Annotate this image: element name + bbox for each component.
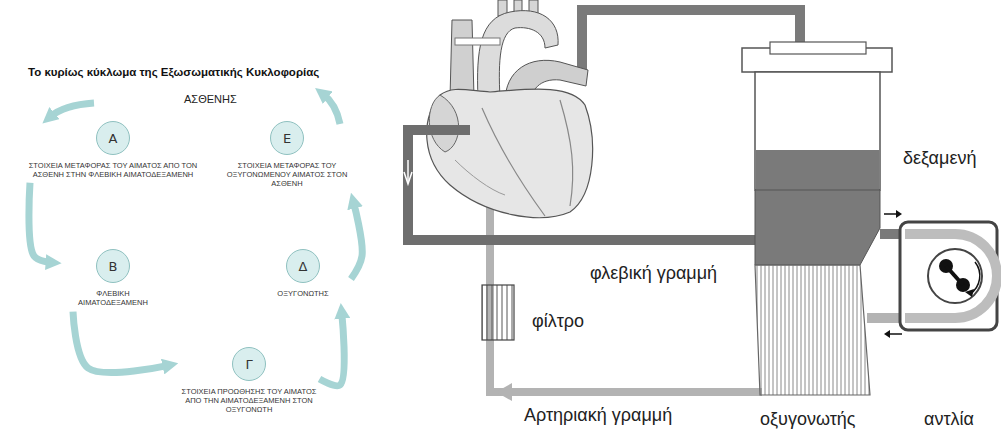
step-description: ΣΤΟΙΧΕΙΑ ΠΡΟΩΘΗΣΗΣ ΤΟΥ ΑΙΜΑΤΟΣ ΑΠΟ ΤΗΝ Α… <box>182 388 317 415</box>
step-circle: Δ <box>286 249 320 283</box>
step-node: Α ΣΤΟΙΧΕΙΑ ΜΕΤΑΦΟΡΑΣ ΤΟΥ ΑΙΜΑΤΟΣ ΑΠΟ ΤΟΝ … <box>18 121 208 180</box>
vena-cava <box>450 20 474 98</box>
flow-arrow <box>896 210 902 218</box>
aortic-cannula <box>455 38 500 45</box>
flow-arrow <box>407 160 409 183</box>
step-circle: Γ <box>232 347 266 381</box>
reservoir-outlet <box>755 190 880 265</box>
step-letter: Ε <box>283 131 291 146</box>
step-circle: Β <box>96 249 130 283</box>
part-label: φλεβική γραμμή <box>590 263 717 284</box>
diagram-title: Το κυρίως κύκλωμα της Εξωσωματικής Κυκλο… <box>28 66 319 78</box>
flow-arrow <box>884 330 890 338</box>
step-letter: Γ <box>245 357 252 372</box>
flow-arrow <box>50 103 94 117</box>
step-node: Γ ΣΤΟΙΧΕΙΑ ΠΡΟΩΘΗΣΗΣ ΤΟΥ ΑΙΜΑΤΟΣ ΑΠΟ ΤΗΝ … <box>182 347 317 415</box>
reservoir-cap <box>770 42 866 54</box>
pump-tube <box>905 234 997 318</box>
heart <box>427 89 593 218</box>
part-label: φίλτρο <box>532 311 584 332</box>
flow-arrow <box>29 183 52 263</box>
part-label: δεξαμενή <box>903 148 976 169</box>
flow-arrow <box>351 202 362 279</box>
step-letter: Β <box>109 259 118 274</box>
venous-line <box>408 130 760 240</box>
step-letter: Δ <box>299 259 308 274</box>
step-node: Ε ΣΤΟΙΧΕΙΑ ΜΕΤΑΦΟΡΑΣ ΤΟΥ ΟΞΥΓΟΝΩΜΕΝΟΥ ΑΙΜ… <box>212 121 362 189</box>
reservoir <box>755 72 880 190</box>
step-description: ΟΞΥΓΟΝΩΤΗΣ <box>258 290 348 299</box>
flow-arrow <box>320 313 345 386</box>
pump-rotor <box>928 249 982 303</box>
heart-detail <box>455 160 505 195</box>
coronary-vessel <box>560 100 573 206</box>
oxygenator <box>755 265 870 395</box>
part-label: αντλία <box>924 409 974 430</box>
step-node: Δ ΟΞΥΓΟΝΩΤΗΣ <box>258 249 348 299</box>
step-node: Β ΦΛΕΒΙΚΗ ΑΙΜΑΤΟΔΕΞΑΜΕΝΗ <box>63 249 163 308</box>
rotor-arm <box>946 266 963 285</box>
rotation-arrow <box>970 262 980 294</box>
step-description: ΦΛΕΒΙΚΗ ΑΙΜΑΤΟΔΕΞΑΜΕΝΗ <box>63 290 163 308</box>
flow-arrow <box>888 333 902 335</box>
filter <box>482 285 514 340</box>
part-label: οξυγονωτής <box>760 409 856 430</box>
flow-arrow <box>73 312 169 373</box>
blood-level <box>756 150 879 190</box>
coronary-vessel <box>482 108 545 216</box>
rotation-arrow <box>965 289 974 297</box>
step-description: ΣΤΟΙΧΕΙΑ ΜΕΤΑΦΟΡΑΣ ΤΟΥ ΑΙΜΑΤΟΣ ΑΠΟ ΤΟΝ Α… <box>18 162 208 180</box>
flow-arrow <box>323 94 340 124</box>
flow-arrow <box>496 383 512 401</box>
flow-arrow <box>884 213 898 215</box>
part-label: Αρτηριακή γραμμή <box>524 405 672 426</box>
right-atrium <box>429 95 458 152</box>
step-description: ΣΤΟΙΧΕΙΑ ΜΕΤΑΦΟΡΑΣ ΤΟΥ ΟΞΥΓΟΝΩΜΕΝΟΥ ΑΙΜΑ… <box>212 162 362 189</box>
step-circle: Α <box>96 121 130 155</box>
step-circle: Ε <box>270 121 304 155</box>
pump <box>900 222 997 330</box>
step-letter: Α <box>109 131 118 146</box>
part-label: ΑΣΘΕΝΗΣ <box>184 93 237 105</box>
